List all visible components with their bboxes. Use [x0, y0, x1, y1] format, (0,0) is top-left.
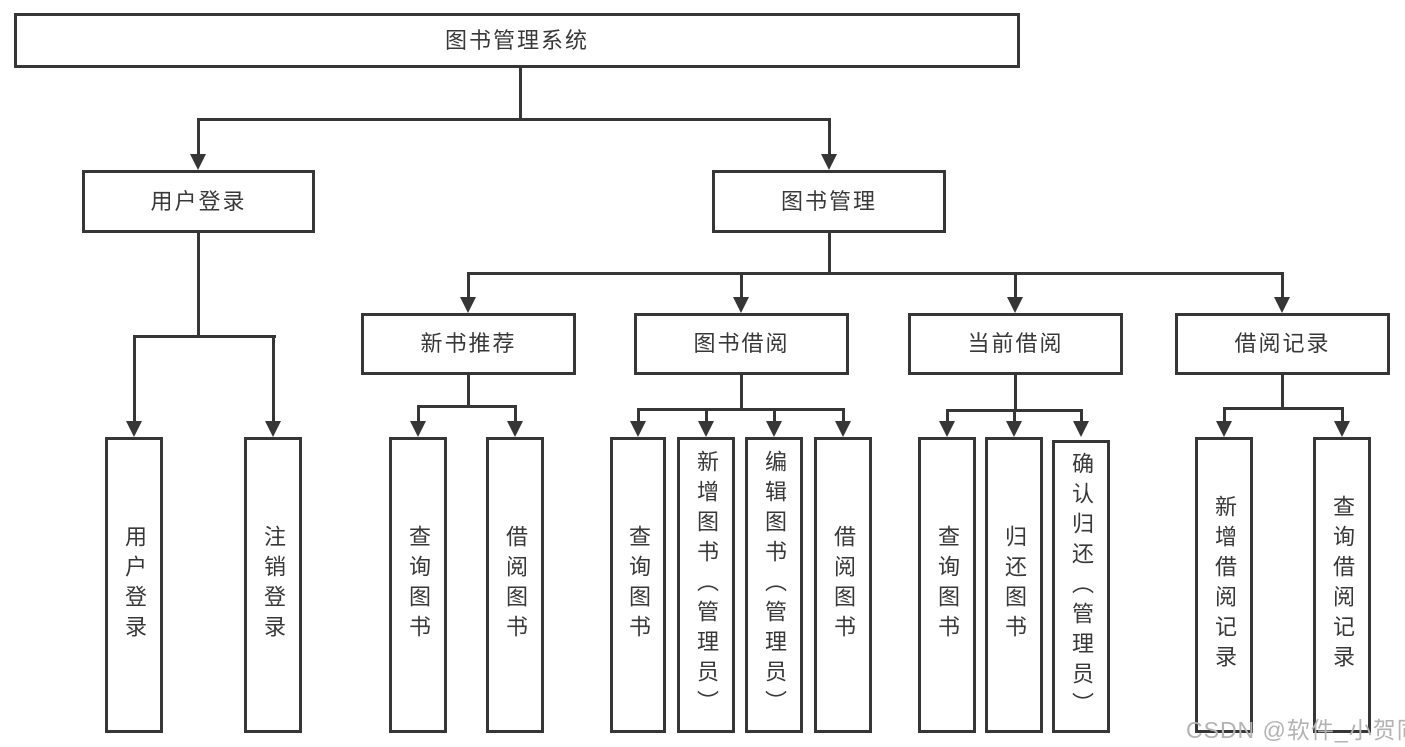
connector-line: [1223, 407, 1226, 421]
node-leaf-query-books-2: 查询图书: [610, 437, 666, 733]
arrow-down-icon: [939, 421, 955, 437]
arrow-down-icon: [733, 297, 749, 313]
arrow-down-icon: [1216, 421, 1232, 437]
node-leaf-query-books-3: 查询图书: [918, 437, 976, 733]
connector-line: [467, 375, 470, 405]
csdn-watermark: CSDN @软件_小贺同学: [1186, 717, 1405, 743]
connector-line: [740, 375, 743, 408]
node-root-library-management-system: 图书管理系统: [14, 13, 1020, 68]
node-leaf-confirm-return-admin: 确认归还（管理员）: [1052, 440, 1110, 733]
connector-line: [637, 408, 640, 421]
connector-line: [1281, 375, 1284, 407]
connector-line: [1080, 409, 1083, 421]
connector-line: [740, 272, 743, 297]
connector-line: [773, 408, 776, 421]
arrow-down-icon: [507, 421, 523, 437]
arrow-down-icon: [265, 421, 281, 437]
connector-line: [272, 335, 275, 421]
connector-line: [637, 408, 845, 411]
arrow-down-icon: [410, 421, 426, 437]
connector-line: [1341, 407, 1344, 421]
node-leaf-query-borrow-record: 查询借阅记录: [1313, 437, 1371, 733]
connector-line: [197, 118, 200, 154]
arrow-down-icon: [766, 421, 782, 437]
connector-line: [1281, 272, 1284, 297]
arrow-down-icon: [1073, 421, 1089, 437]
arrow-down-icon: [1007, 297, 1023, 313]
node-leaf-user-login: 用户登录: [105, 437, 163, 733]
connector-line: [514, 405, 517, 421]
node-leaf-add-borrow-record: 新增借阅记录: [1195, 437, 1253, 733]
arrow-down-icon: [1006, 421, 1022, 437]
node-current-borrowing: 当前借阅: [908, 313, 1123, 375]
node-leaf-query-books-1: 查询图书: [389, 437, 447, 733]
arrow-down-icon: [1334, 421, 1350, 437]
connector-line: [1013, 409, 1016, 421]
node-new-book-recommendation: 新书推荐: [361, 313, 576, 375]
arrow-down-icon: [190, 154, 206, 170]
connector-line: [842, 408, 845, 421]
node-leaf-add-books-admin: 新增图书（管理员）: [677, 437, 735, 733]
connector-line: [417, 405, 420, 421]
connector-line: [828, 118, 831, 154]
connector-line: [417, 405, 517, 408]
connector-line: [828, 233, 831, 272]
connector-line: [197, 233, 200, 335]
connector-line: [197, 118, 831, 121]
arrow-down-icon: [126, 421, 142, 437]
node-borrowing-records: 借阅记录: [1175, 313, 1390, 375]
connector-line: [467, 272, 1283, 275]
connector-line: [1014, 375, 1017, 409]
node-user-login: 用户登录: [82, 170, 315, 233]
arrow-down-icon: [630, 421, 646, 437]
node-leaf-return-books: 归还图书: [985, 437, 1043, 733]
connector-line: [519, 68, 522, 118]
connector-line: [1223, 407, 1344, 410]
node-book-management: 图书管理: [712, 170, 946, 233]
connector-line: [133, 335, 136, 421]
arrow-down-icon: [821, 154, 837, 170]
arrow-down-icon: [698, 421, 714, 437]
node-leaf-borrow-books-2: 借阅图书: [814, 437, 872, 733]
arrow-down-icon: [460, 297, 476, 313]
node-leaf-logout: 注销登录: [244, 437, 302, 733]
connector-line: [1014, 272, 1017, 297]
connector-line: [133, 335, 276, 338]
arrow-down-icon: [1274, 297, 1290, 313]
node-leaf-edit-books-admin: 编辑图书（管理员）: [745, 437, 803, 733]
node-leaf-borrow-books-1: 借阅图书: [486, 437, 544, 733]
node-book-borrowing: 图书借阅: [634, 313, 849, 375]
connector-line: [705, 408, 708, 421]
arrow-down-icon: [835, 421, 851, 437]
connector-line: [946, 409, 949, 421]
connector-line: [467, 272, 470, 297]
